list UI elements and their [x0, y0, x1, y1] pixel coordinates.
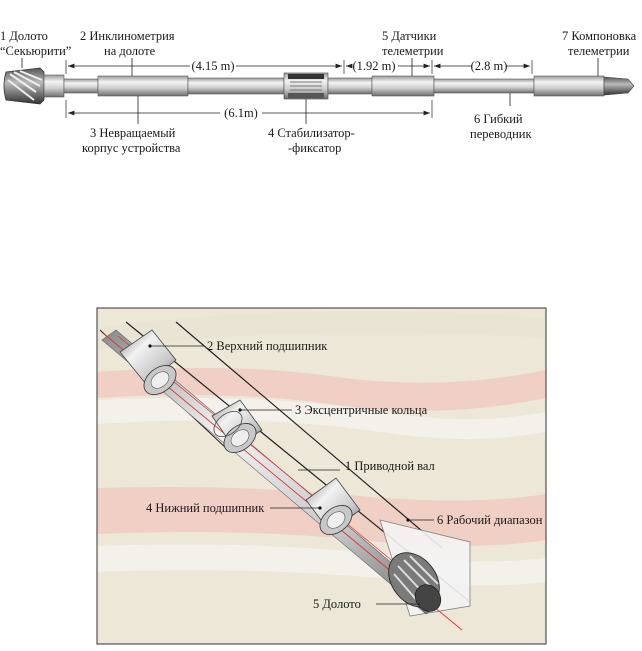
label-bit-name: “Секьюрити” — [0, 44, 71, 58]
label-lower-bearing: 4 Нижний подшипник — [146, 501, 265, 515]
bit-security-icon — [3, 67, 45, 105]
label-telemetry-assembly: 7 Компоновка — [562, 29, 637, 43]
label-stabilizer: 4 Стабилизатор- — [268, 126, 355, 140]
dim-2-8: (2.8 m) — [471, 59, 508, 73]
label-inclinometry: 2 Инклинометрия — [80, 29, 175, 43]
bottom-panel: 2 Верхний подшипник 3 Эксцентричные коль… — [96, 307, 547, 645]
label-eccentric-rings: 3 Эксцентричные кольца — [295, 403, 428, 417]
label-drive-shaft: 1 Приводной вал — [345, 459, 435, 473]
label-flex: 6 Гибкий — [474, 112, 523, 126]
label-upper-bearing: 2 Верхний подшипник — [207, 339, 328, 353]
inclinometer-section — [97, 75, 189, 97]
label-working-range: 6 Рабочий диапазон — [437, 513, 543, 527]
non-rotating-housing — [187, 77, 285, 95]
label-telemetry-assembly-2: телеметрии — [568, 44, 630, 58]
label-drill-bit: 5 Долото — [313, 597, 361, 611]
neck-2 — [327, 77, 373, 95]
dim-1-92: (1.92 m) — [352, 59, 395, 73]
flex-sub — [433, 78, 535, 94]
upper-bearing — [119, 329, 177, 395]
bit-sub — [43, 74, 65, 98]
label-inclinometry-2: на долоте — [104, 44, 156, 58]
dim-4-15: (4.15 m) — [191, 59, 234, 73]
label-housing-2: корпус устройства — [82, 141, 181, 155]
top-tool-diagram: (4.15 m) (1.92 m) (2.8 m) (6.1m) 1 Долот… — [0, 29, 637, 155]
tool-end — [603, 76, 635, 96]
eccentric-rings — [211, 399, 263, 453]
rock-background — [97, 308, 546, 644]
lower-bearing — [305, 477, 361, 535]
panel-frame — [96, 307, 547, 645]
dim-6-1: (6.1m) — [224, 106, 258, 120]
label-sensors-2: телеметрии — [382, 44, 444, 58]
telemetry-assembly — [533, 75, 605, 97]
telemetry-sensors — [371, 75, 435, 97]
label-sensors: 5 Датчики — [382, 29, 437, 43]
label-flex-2: переводник — [470, 127, 532, 141]
rock-strata-pink-1 — [97, 367, 546, 411]
drill-bit-icon — [388, 552, 442, 612]
label-stabilizer-2: -фиксатор — [288, 141, 341, 155]
stabilizer — [283, 72, 329, 100]
neck-1 — [63, 78, 99, 94]
label-bit: 1 Долото — [0, 29, 48, 43]
label-housing: 3 Невращаемый — [90, 126, 176, 140]
rock-strata-light-1 — [97, 397, 546, 439]
